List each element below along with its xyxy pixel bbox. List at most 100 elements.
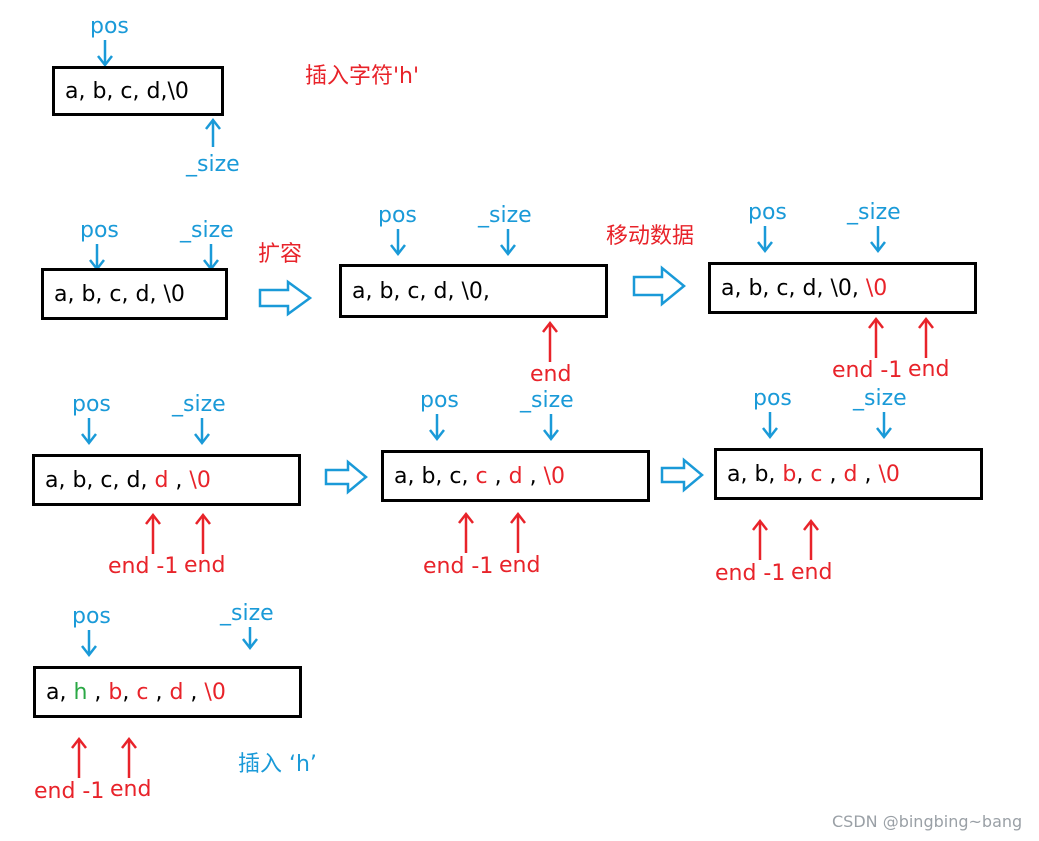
end-up-arrow [918, 316, 934, 358]
end-label: end [908, 357, 950, 382]
pos-down-arrow [390, 229, 406, 257]
pos-down-arrow [81, 630, 97, 658]
box-segment: \0 [878, 461, 900, 487]
box-segment: a, b, c, d, \0 [54, 281, 185, 307]
size-label: _size [853, 386, 907, 411]
box-segment: , [796, 461, 811, 487]
end-label: end [530, 362, 572, 387]
caption-insert-char: 插入字符'h' [305, 64, 420, 89]
box-segment: a, b, [727, 461, 783, 487]
size-down-arrow [870, 226, 886, 254]
end-minus-1-up-arrow [71, 736, 87, 778]
box-segment: d [169, 679, 184, 705]
pos-label: pos [72, 604, 111, 629]
box-segment: , [148, 679, 170, 705]
box-segment: a, b, c, d,\0 [65, 78, 189, 104]
caption-expand: 扩容 [258, 242, 303, 267]
box-segment: \0 [543, 463, 565, 489]
string-box-expanded: a, b, c, d, \0, [339, 264, 608, 318]
caption-insert-h: 插入 ‘h’ [238, 752, 317, 777]
size-label: _size [478, 203, 532, 228]
end-minus-1-up-arrow [868, 316, 884, 358]
size-down-arrow [543, 414, 559, 442]
caption-move-data: 移动数据 [606, 224, 695, 249]
end-minus-1-up-arrow [145, 512, 161, 554]
end-label: end [791, 560, 833, 585]
box-segment: , [822, 461, 844, 487]
hollow-right-arrow [258, 279, 313, 317]
size-label: _size [847, 200, 901, 225]
box-segment: a, b, c, [394, 463, 476, 489]
end-minus-1-label: end -1 [108, 554, 179, 579]
end-label: end [110, 777, 152, 802]
box-segment: h [73, 679, 88, 705]
pos-label: pos [378, 203, 417, 228]
size-label: _size [180, 218, 234, 243]
box-segment: d [508, 463, 523, 489]
size-up-arrow [205, 117, 221, 147]
end-up-arrow [121, 736, 137, 778]
pos-label: pos [753, 386, 792, 411]
box-segment: , [522, 463, 544, 489]
size-label: _size [186, 152, 240, 177]
box-segment: a, b, c, d, \0, [352, 278, 490, 304]
box-segment: \0 [189, 467, 211, 493]
size-label: _size [172, 392, 226, 417]
hollow-right-arrow [324, 459, 368, 495]
box-segment: , [857, 461, 879, 487]
pos-label: pos [80, 218, 119, 243]
pos-label: pos [748, 200, 787, 225]
size-down-arrow [242, 627, 258, 651]
pos-down-arrow [81, 418, 97, 446]
box-segment: a, b, c, d, \0, [721, 275, 866, 301]
string-box-move-3: a, b, c, c , d , \0 [381, 450, 650, 502]
hollow-right-arrow [632, 265, 686, 307]
pos-down-arrow [762, 412, 778, 440]
box-segment: , [122, 679, 137, 705]
pos-down-arrow [429, 414, 445, 442]
end-minus-1-up-arrow [752, 518, 768, 560]
end-minus-1-label: end -1 [34, 779, 105, 804]
end-label: end [499, 553, 541, 578]
end-up-arrow [510, 511, 526, 553]
string-box-move-2: a, b, c, d, d , \0 [32, 454, 301, 506]
pos-down-arrow [757, 226, 773, 254]
box-segment: d [843, 461, 858, 487]
pos-label: pos [420, 388, 459, 413]
end-minus-1-label: end -1 [423, 554, 494, 579]
hollow-right-arrow [660, 457, 704, 493]
box-segment: c [475, 463, 488, 489]
box-segment: c [136, 679, 149, 705]
end-minus-1-label: end -1 [715, 561, 786, 586]
watermark: CSDN @bingbing~bang [832, 812, 1023, 831]
box-segment: \0 [204, 679, 226, 705]
box-segment: , [487, 463, 509, 489]
box-segment: d [154, 467, 169, 493]
size-label: _size [220, 601, 274, 626]
string-box-before-expand: a, b, c, d, \0 [41, 268, 228, 320]
string-box-initial: a, b, c, d,\0 [52, 66, 224, 116]
end-up-arrow [195, 512, 211, 554]
box-segment: \0 [865, 275, 888, 301]
box-segment: b [108, 679, 123, 705]
end-minus-1-label: end -1 [832, 358, 903, 383]
string-box-move-1: a, b, c, d, \0, \0 [708, 262, 977, 314]
end-minus-1-up-arrow [458, 511, 474, 553]
pos-label: pos [72, 392, 111, 417]
end-up-arrow [803, 518, 819, 560]
box-segment: , [87, 679, 109, 705]
box-segment: a, b, c, d, [45, 467, 155, 493]
box-segment: b [782, 461, 797, 487]
size-label: _size [520, 388, 574, 413]
pos-label: pos [90, 14, 129, 39]
end-label: end [184, 553, 226, 578]
size-down-arrow [500, 229, 516, 257]
box-segment: c [810, 461, 823, 487]
string-box-move-4: a, b, b, c , d , \0 [714, 448, 983, 500]
box-segment: , [168, 467, 190, 493]
box-segment: , [183, 679, 205, 705]
pos-down-arrow [97, 40, 113, 68]
box-segment: a, [46, 679, 74, 705]
end-up-arrow [542, 320, 558, 362]
string-box-inserted: a, h , b, c , d , \0 [33, 666, 302, 718]
